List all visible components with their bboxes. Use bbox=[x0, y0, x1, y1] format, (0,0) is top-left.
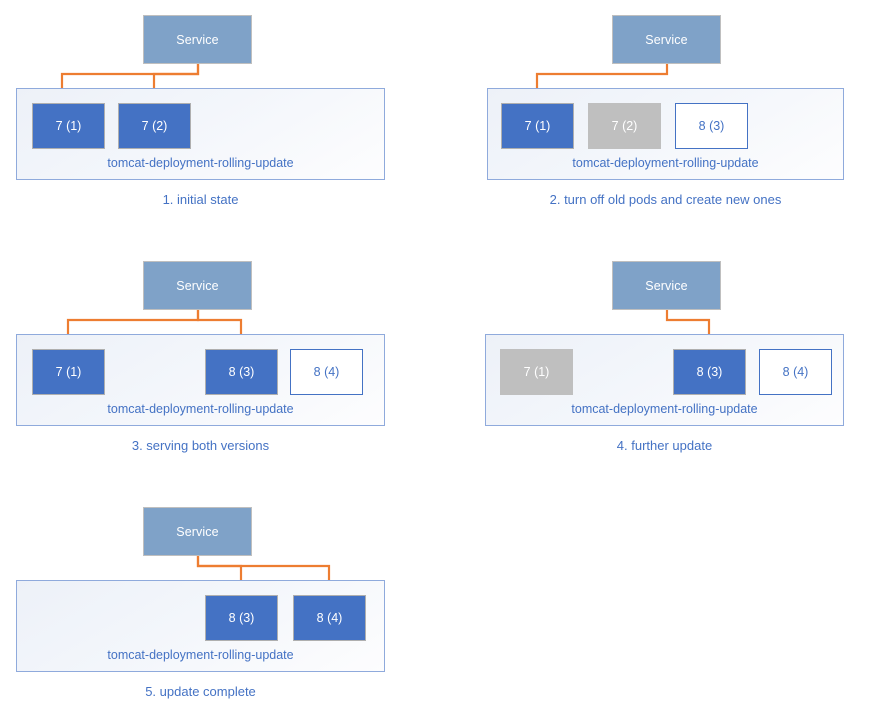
pod-label: 7 (2) bbox=[611, 119, 638, 133]
service-box[interactable]: Service bbox=[143, 15, 252, 64]
pod-7-1[interactable]: 7 (1) bbox=[500, 349, 573, 395]
pod-label: 7 (1) bbox=[55, 365, 82, 379]
service-box[interactable]: Service bbox=[143, 507, 252, 556]
deployment-label: tomcat-deployment-rolling-update bbox=[107, 156, 294, 170]
service-label: Service bbox=[645, 32, 688, 47]
pod-8-4[interactable]: 8 (4) bbox=[290, 349, 363, 395]
pod-label: 8 (3) bbox=[228, 611, 255, 625]
pod-8-3[interactable]: 8 (3) bbox=[205, 595, 278, 641]
pod-8-4[interactable]: 8 (4) bbox=[759, 349, 832, 395]
pod-8-4[interactable]: 8 (4) bbox=[293, 595, 366, 641]
pod-7-1[interactable]: 7 (1) bbox=[501, 103, 574, 149]
service-label: Service bbox=[176, 524, 219, 539]
panel-caption: 2. turn off old pods and create new ones bbox=[549, 192, 782, 207]
pod-label: 8 (3) bbox=[228, 365, 255, 379]
pod-label: 7 (1) bbox=[55, 119, 82, 133]
pod-8-3[interactable]: 8 (3) bbox=[205, 349, 278, 395]
pod-label: 7 (2) bbox=[141, 119, 168, 133]
pod-7-1[interactable]: 7 (1) bbox=[32, 349, 105, 395]
deployment-label: tomcat-deployment-rolling-update bbox=[107, 648, 294, 662]
service-label: Service bbox=[176, 32, 219, 47]
pod-7-2[interactable]: 7 (2) bbox=[588, 103, 661, 149]
pod-8-3[interactable]: 8 (3) bbox=[675, 103, 748, 149]
pod-label: 7 (1) bbox=[523, 365, 550, 379]
service-box[interactable]: Service bbox=[143, 261, 252, 310]
service-label: Service bbox=[176, 278, 219, 293]
pod-label: 8 (3) bbox=[698, 119, 725, 133]
pod-label: 8 (3) bbox=[696, 365, 723, 379]
pod-label: 8 (4) bbox=[782, 365, 809, 379]
pod-8-3[interactable]: 8 (3) bbox=[673, 349, 746, 395]
pod-7-1[interactable]: 7 (1) bbox=[32, 103, 105, 149]
service-label: Service bbox=[645, 278, 688, 293]
deployment-label: tomcat-deployment-rolling-update bbox=[572, 156, 759, 170]
panel-caption: 4. further update bbox=[616, 438, 713, 453]
pod-label: 7 (1) bbox=[524, 119, 551, 133]
service-box[interactable]: Service bbox=[612, 15, 721, 64]
service-box[interactable]: Service bbox=[612, 261, 721, 310]
panel-caption: 3. serving both versions bbox=[131, 438, 270, 453]
deployment-label: tomcat-deployment-rolling-update bbox=[571, 402, 758, 416]
pod-label: 8 (4) bbox=[313, 365, 340, 379]
panel-caption: 5. update complete bbox=[145, 684, 256, 699]
panel-caption: 1. initial state bbox=[162, 192, 239, 207]
pod-label: 8 (4) bbox=[316, 611, 343, 625]
deployment-label: tomcat-deployment-rolling-update bbox=[107, 402, 294, 416]
pod-7-2[interactable]: 7 (2) bbox=[118, 103, 191, 149]
